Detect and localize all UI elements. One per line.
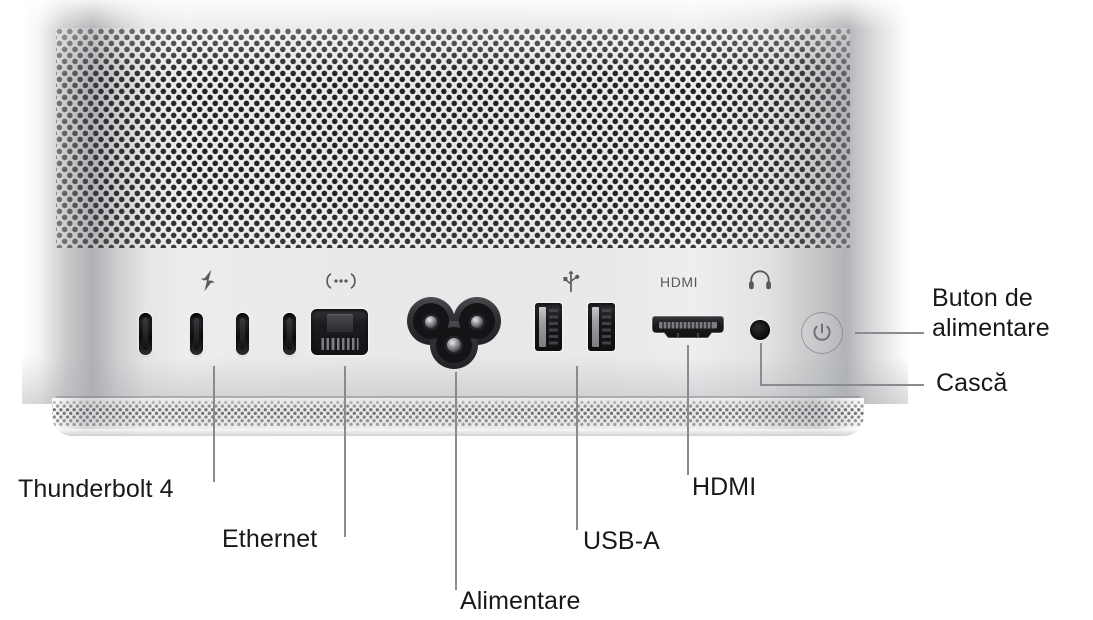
base-foot-lip (52, 429, 864, 436)
callout-label-alimentare: Alimentare (460, 587, 581, 615)
callout-label-thunderbolt-4: Thunderbolt 4 (18, 475, 174, 503)
thunderbolt-port-2[interactable] (190, 313, 203, 355)
leader-line-ethernet (344, 366, 346, 537)
base-foot-perforations (52, 400, 864, 426)
ventilation-grille (56, 28, 850, 248)
perforated-base-foot (52, 398, 864, 436)
leader-line-headphone-vertical (760, 343, 762, 385)
ethernet-port-tab (326, 314, 353, 332)
usb-a-port-1-contacts (549, 309, 558, 345)
headphone-jack[interactable] (750, 320, 770, 340)
thunderbolt-port-4[interactable] (283, 313, 296, 355)
hdmi-text-icon: HDMI (660, 274, 699, 290)
leader-line-usb-a (576, 366, 578, 530)
usb-a-port-2-blade (592, 307, 599, 347)
usb-a-port-2-contacts (602, 309, 611, 345)
callout-label-hdmi: HDMI (692, 473, 757, 501)
hdmi-port[interactable] (650, 313, 726, 340)
leader-line-thunderbolt (213, 366, 215, 482)
usb-a-port-2[interactable] (588, 303, 615, 351)
leader-line-power-connector (455, 372, 457, 590)
leader-line-power-button (855, 332, 924, 334)
usb-a-port-1-blade (539, 307, 546, 347)
ethernet-port-pins (321, 338, 358, 350)
usb-a-port-1[interactable] (535, 303, 562, 351)
body-top-highlight (22, 0, 908, 30)
usb-trident-icon (562, 270, 580, 299)
leader-line-headphone-horizontal (760, 384, 924, 386)
thunderbolt-port-3[interactable] (236, 313, 249, 355)
thunderbolt-port-1[interactable] (139, 313, 152, 355)
thunderbolt-bolt-icon (200, 270, 216, 297)
ethernet-icon (322, 272, 360, 295)
callout-label-ethernet: Ethernet (222, 525, 318, 553)
ethernet-port[interactable] (311, 309, 368, 355)
leader-line-hdmi (687, 345, 689, 475)
callout-label-headphone: Cască (936, 369, 1008, 397)
power-symbol-icon (813, 323, 831, 341)
power-connector[interactable] (406, 295, 502, 369)
callout-label-usb-a: USB-A (583, 527, 660, 555)
headphone-icon (748, 269, 772, 296)
callout-label-power-button: Buton de alimentare (932, 284, 1050, 342)
power-button[interactable] (801, 312, 843, 354)
